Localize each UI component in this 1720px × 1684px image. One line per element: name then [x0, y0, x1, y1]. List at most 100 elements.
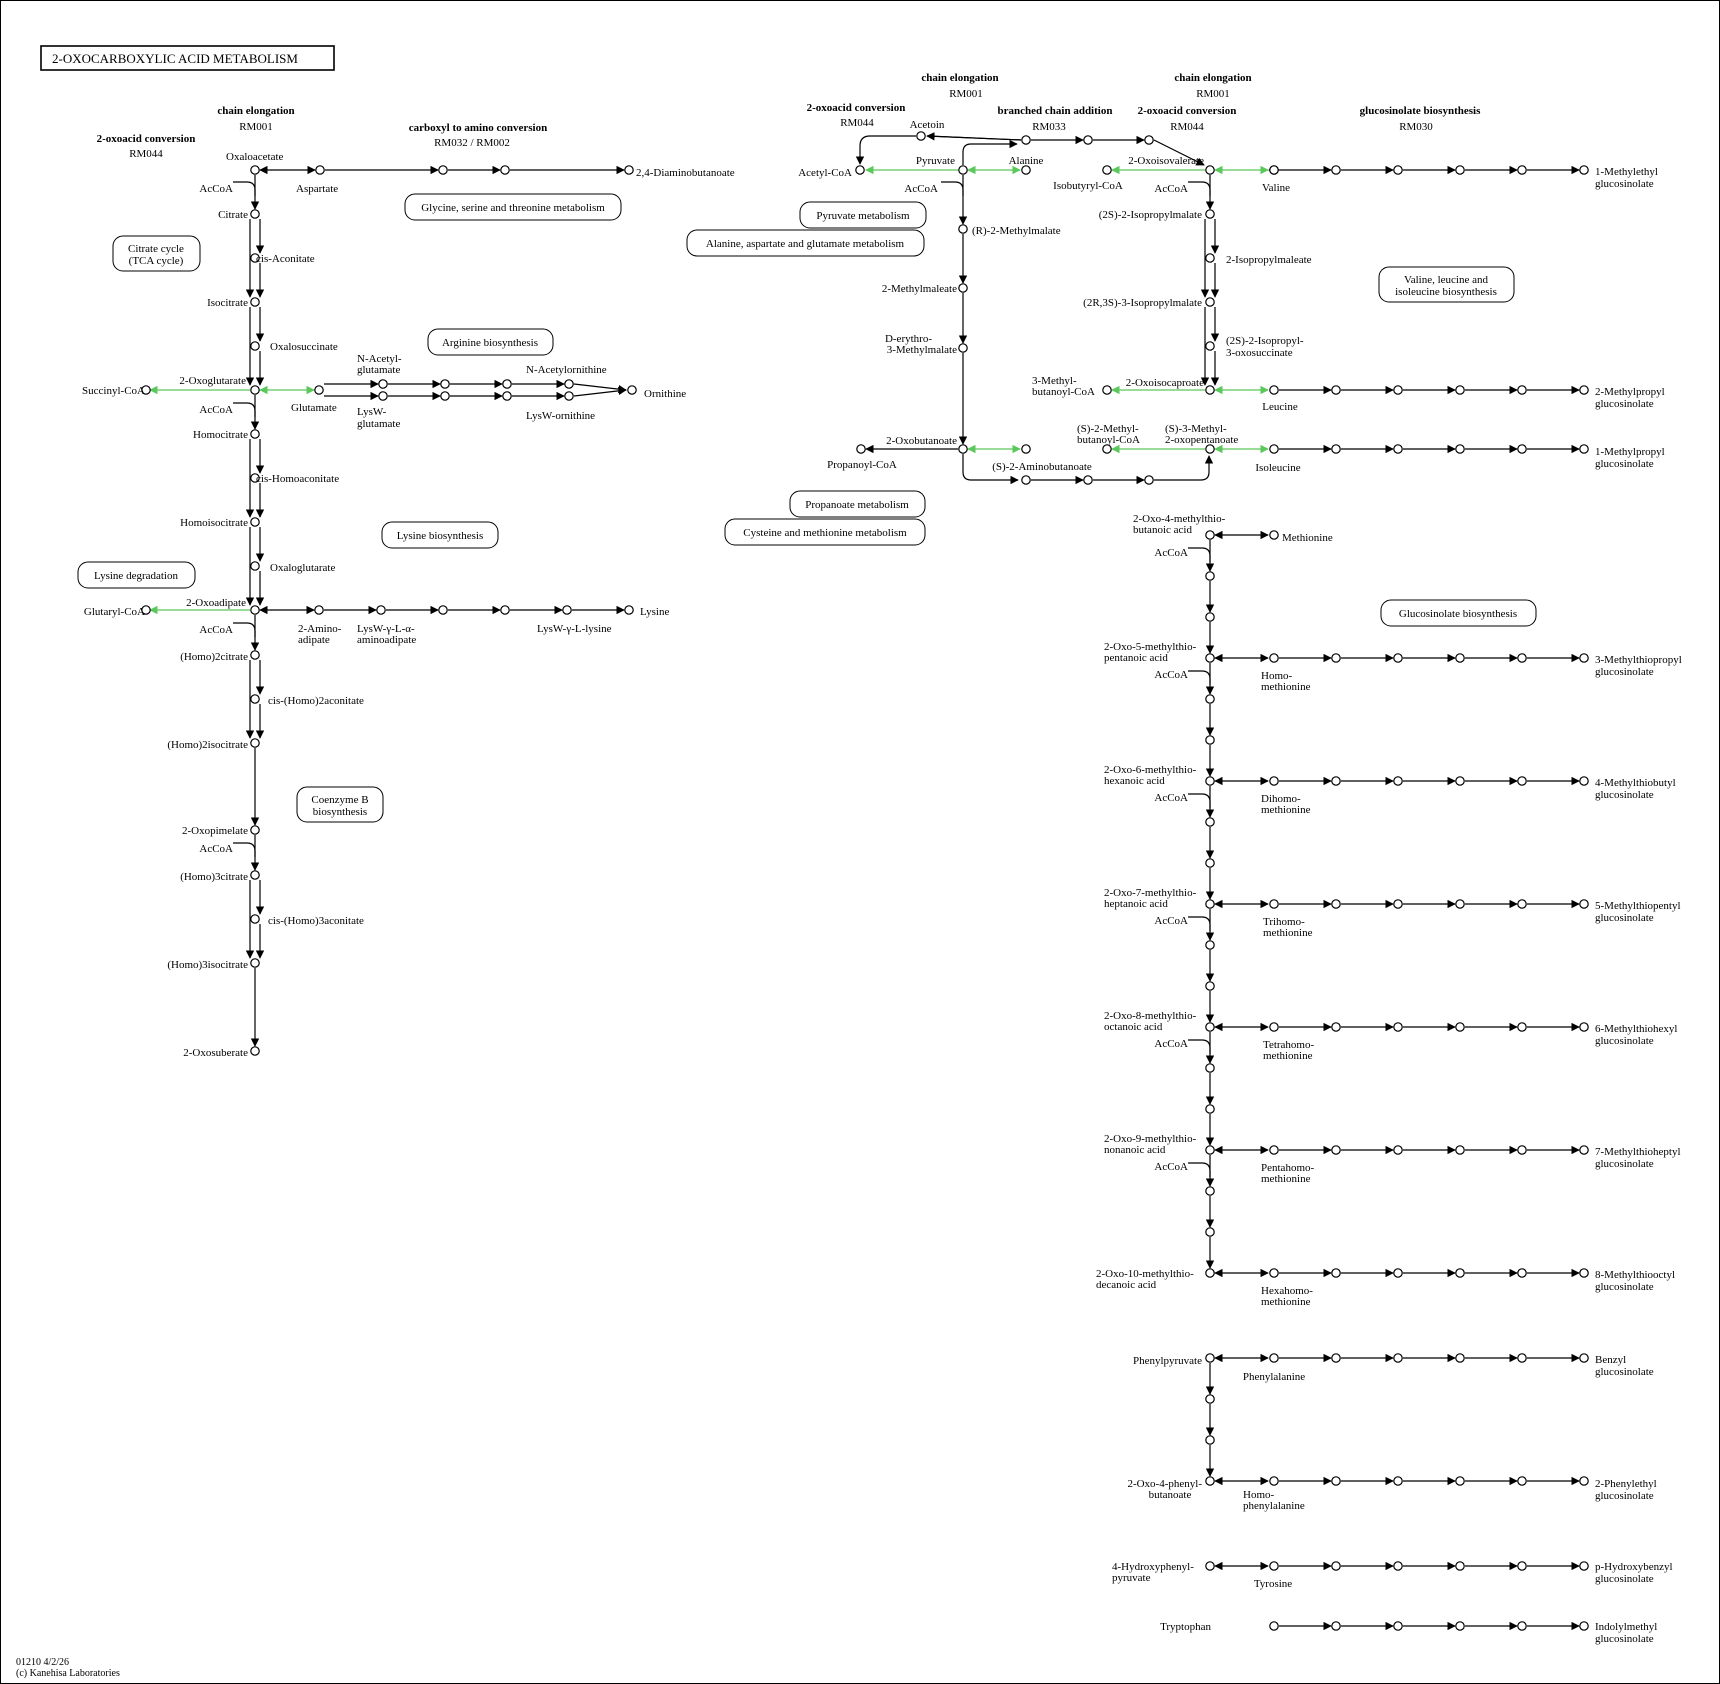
- compound-node[interactable]: [1269, 1561, 1279, 1571]
- compound-node[interactable]: [1205, 341, 1215, 351]
- compound-node[interactable]: [627, 385, 637, 395]
- compound-node[interactable]: [1205, 1022, 1215, 1032]
- compound-node[interactable]: [1517, 1145, 1527, 1155]
- compound-node[interactable]: [1269, 444, 1279, 454]
- compound-node[interactable]: [250, 473, 260, 483]
- compound-node[interactable]: [314, 385, 324, 395]
- map-link-valine-leucine[interactable]: Valine, leucine and isoleucine biosynthe…: [1378, 266, 1515, 303]
- map-link-pyruvate[interactable]: Pyruvate metabolism: [799, 201, 927, 229]
- compound-node[interactable]: [1393, 899, 1403, 909]
- compound-node[interactable]: [1393, 444, 1403, 454]
- compound-node[interactable]: [1455, 1145, 1465, 1155]
- compound-node[interactable]: [1517, 1022, 1527, 1032]
- compound-node[interactable]: [1455, 1476, 1465, 1486]
- compound-node[interactable]: [1455, 899, 1465, 909]
- compound-node[interactable]: [250, 1046, 260, 1056]
- compound-node[interactable]: [376, 605, 386, 615]
- compound-node[interactable]: [141, 385, 151, 395]
- compound-node[interactable]: [315, 165, 325, 175]
- compound-node[interactable]: [1205, 1353, 1215, 1363]
- compound-node[interactable]: [500, 165, 510, 175]
- compound-node[interactable]: [250, 958, 260, 968]
- compound-node[interactable]: [624, 605, 634, 615]
- compound-node[interactable]: [958, 283, 968, 293]
- compound-node[interactable]: [1331, 1476, 1341, 1486]
- map-link-glucosinolate[interactable]: Glucosinolate biosynthesis: [1380, 599, 1537, 627]
- compound-node[interactable]: [1393, 1268, 1403, 1278]
- compound-node[interactable]: [1205, 817, 1215, 827]
- compound-node[interactable]: [250, 165, 260, 175]
- compound-node[interactable]: [438, 605, 448, 615]
- compound-node[interactable]: [1517, 776, 1527, 786]
- compound-node[interactable]: [958, 165, 968, 175]
- compound-node[interactable]: [1269, 1621, 1279, 1631]
- compound-node[interactable]: [1579, 165, 1589, 175]
- compound-node[interactable]: [1455, 1621, 1465, 1631]
- compound-node[interactable]: [1393, 776, 1403, 786]
- compound-node[interactable]: [1331, 1353, 1341, 1363]
- compound-node[interactable]: [1102, 165, 1112, 175]
- compound-node[interactable]: [1331, 1621, 1341, 1631]
- compound-node[interactable]: [958, 343, 968, 353]
- compound-node[interactable]: [1269, 653, 1279, 663]
- compound-node[interactable]: [1205, 858, 1215, 868]
- compound-node[interactable]: [1102, 385, 1112, 395]
- compound-node[interactable]: [502, 379, 512, 389]
- compound-node[interactable]: [250, 517, 260, 527]
- compound-node[interactable]: [1393, 165, 1403, 175]
- compound-node[interactable]: [1205, 1394, 1215, 1404]
- compound-node[interactable]: [1393, 385, 1403, 395]
- compound-node[interactable]: [1205, 297, 1215, 307]
- compound-node[interactable]: [1205, 653, 1215, 663]
- compound-node[interactable]: [141, 605, 151, 615]
- compound-node[interactable]: [438, 165, 448, 175]
- compound-node[interactable]: [1102, 444, 1112, 454]
- compound-node[interactable]: [502, 391, 512, 401]
- compound-node[interactable]: [1269, 899, 1279, 909]
- compound-node[interactable]: [1205, 530, 1215, 540]
- compound-node[interactable]: [1269, 165, 1279, 175]
- map-link-lysine-biosynthesis[interactable]: Lysine biosynthesis: [381, 521, 499, 549]
- compound-node[interactable]: [1517, 1353, 1527, 1363]
- compound-node[interactable]: [1517, 899, 1527, 909]
- compound-node[interactable]: [1579, 1145, 1589, 1155]
- compound-node[interactable]: [1579, 1022, 1589, 1032]
- compound-node[interactable]: [1205, 1476, 1215, 1486]
- map-link-glycine[interactable]: Glycine, serine and threonine metabolism: [404, 193, 622, 221]
- compound-node[interactable]: [1579, 653, 1589, 663]
- compound-node[interactable]: [1517, 1476, 1527, 1486]
- compound-node[interactable]: [1205, 1561, 1215, 1571]
- compound-node[interactable]: [1393, 1145, 1403, 1155]
- compound-node[interactable]: [1205, 1104, 1215, 1114]
- compound-node[interactable]: [440, 391, 450, 401]
- compound-node[interactable]: [250, 253, 260, 263]
- compound-node[interactable]: [378, 379, 388, 389]
- compound-node[interactable]: [1393, 1476, 1403, 1486]
- compound-node[interactable]: [1205, 385, 1215, 395]
- compound-node[interactable]: [1205, 253, 1215, 263]
- compound-node[interactable]: [1205, 612, 1215, 622]
- compound-node[interactable]: [1205, 940, 1215, 950]
- compound-node[interactable]: [1331, 776, 1341, 786]
- compound-node[interactable]: [1269, 1268, 1279, 1278]
- map-link-tca-cycle[interactable]: Citrate cycle (TCA cycle): [112, 235, 201, 272]
- compound-node[interactable]: [1331, 385, 1341, 395]
- compound-node[interactable]: [1269, 1476, 1279, 1486]
- map-link-propanoate[interactable]: Propanoate metabolism: [789, 490, 926, 518]
- compound-node[interactable]: [1205, 694, 1215, 704]
- compound-node[interactable]: [1205, 981, 1215, 991]
- compound-node[interactable]: [855, 165, 865, 175]
- compound-node[interactable]: [1205, 1186, 1215, 1196]
- compound-node[interactable]: [564, 379, 574, 389]
- compound-node[interactable]: [1517, 1561, 1527, 1571]
- compound-node[interactable]: [1205, 1145, 1215, 1155]
- compound-node[interactable]: [1021, 135, 1031, 145]
- compound-node[interactable]: [1144, 135, 1154, 145]
- compound-node[interactable]: [1579, 1561, 1589, 1571]
- compound-node[interactable]: [1393, 1561, 1403, 1571]
- compound-node[interactable]: [1455, 1561, 1465, 1571]
- compound-node[interactable]: [958, 444, 968, 454]
- compound-node[interactable]: [1517, 1268, 1527, 1278]
- compound-node[interactable]: [440, 379, 450, 389]
- compound-node[interactable]: [250, 297, 260, 307]
